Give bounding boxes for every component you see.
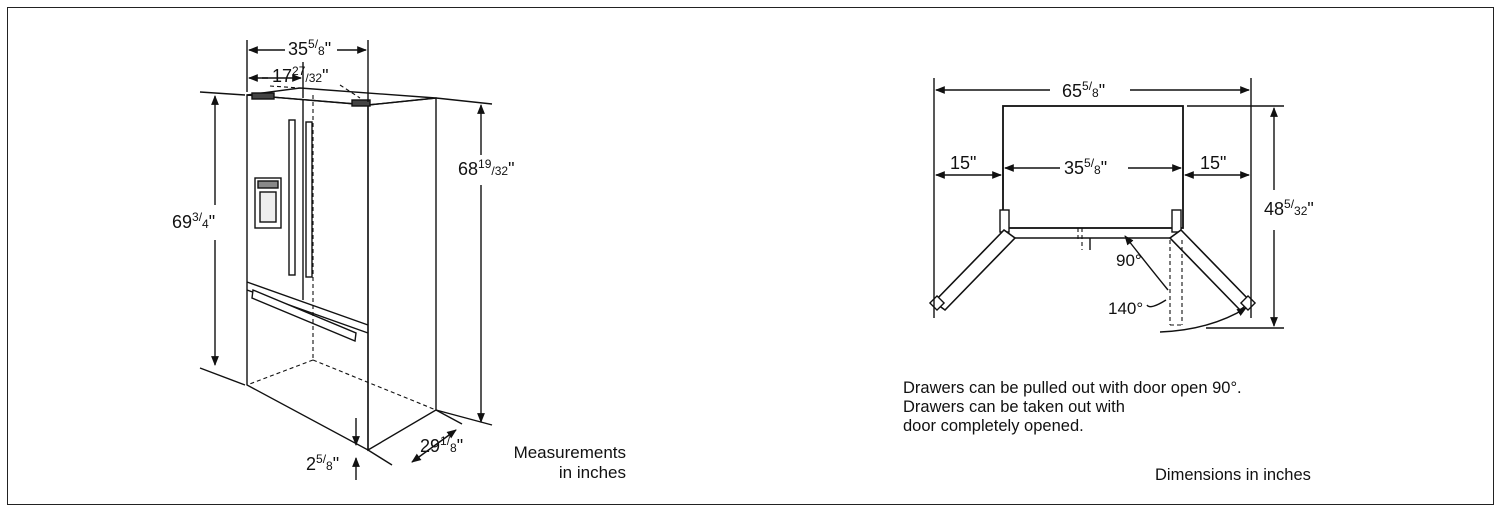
dim-cabinet-width-label: 355/8" <box>1064 156 1107 178</box>
drawer-note-line1: Drawers can be pulled out with door open… <box>903 379 1242 397</box>
angle-arc-140 <box>1146 299 1167 308</box>
angle-140-label: 140° <box>1108 299 1143 318</box>
angle-90-label: 90° <box>1116 251 1142 270</box>
drawer-note-line2: Drawers can be taken out with <box>903 398 1125 416</box>
drawer-note: Drawers can be pulled out with door open… <box>903 379 1242 436</box>
dim-clear-right-label: 15" <box>1200 153 1226 173</box>
drawer-handle <box>251 288 357 343</box>
dim-total-width-label: 655/8" <box>1062 79 1105 101</box>
refrigerator-top-view <box>928 78 1284 333</box>
dim-half-width-label: 1727/32" <box>272 64 328 86</box>
angle-arc-90 <box>1124 235 1169 291</box>
right-door-handle <box>305 121 313 278</box>
left-door-open <box>932 228 1017 312</box>
dim-depth-open-label: 485/32" <box>1264 197 1314 219</box>
dim-width-label: 355/8" <box>288 37 331 59</box>
refrigerator-3d-view <box>199 40 493 480</box>
dim-door-label: 25/8" <box>306 452 339 474</box>
left-door-handle <box>288 119 296 276</box>
fridge-side-face <box>367 97 437 452</box>
fridge-top-face <box>246 87 437 106</box>
dim-height-total-label: 693/4" <box>172 210 215 232</box>
drawer-note-line3: door completely opened. <box>903 417 1084 435</box>
dim-depth-label: 291/8" <box>420 434 463 456</box>
dim-height-body-label: 6819/32" <box>458 157 514 179</box>
left-caption-line2: in inches <box>559 463 626 482</box>
left-caption-line1: Measurements <box>514 443 626 462</box>
diagram-frame <box>7 7 1494 505</box>
right-caption: Dimensions in inches <box>1155 466 1311 484</box>
dim-clear-left-label: 15" <box>950 153 976 173</box>
